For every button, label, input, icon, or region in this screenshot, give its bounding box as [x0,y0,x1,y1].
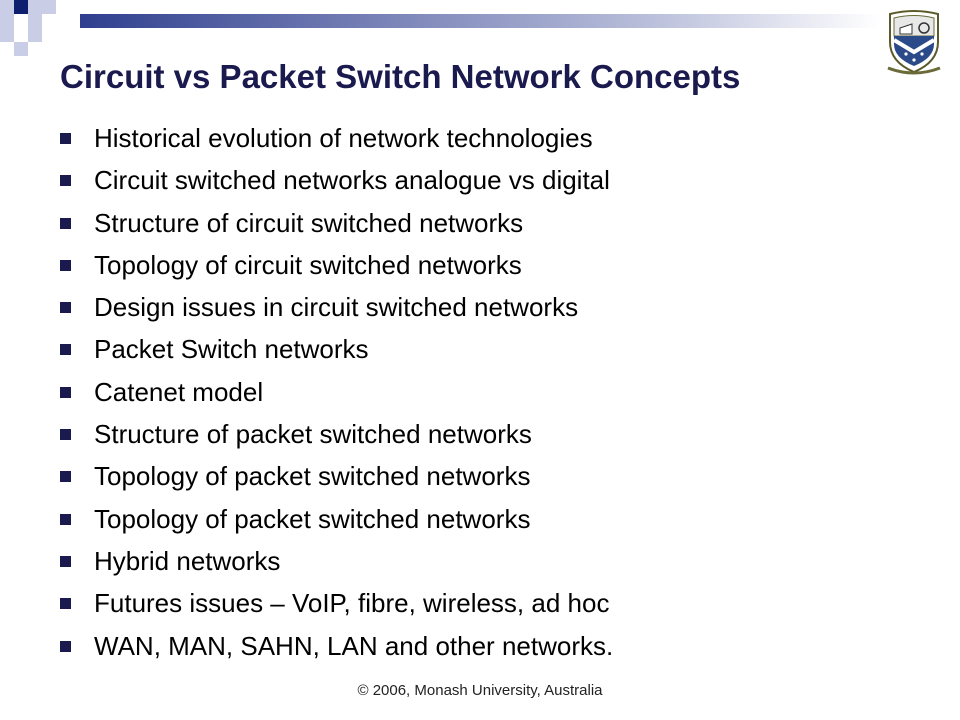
bullet-text: Hybrid networks [94,545,281,576]
bullet-text: Historical evolution of network technolo… [94,123,593,153]
bullet-text: WAN, MAN, SAHN, LAN and other networks. [94,630,614,661]
bullet-text: Packet Switch networks [94,334,369,365]
square-bullet-icon [60,555,71,567]
bullet-item: Circuit switched networks analogue vs di… [60,159,613,201]
bullet-item: Packet Switch networks [60,328,613,370]
bullet-text: Topology of circuit switched networks [94,249,522,280]
square-bullet-icon [60,429,71,441]
square-bullet-icon [60,175,71,187]
square-bullet-icon [60,133,71,144]
square-bullet-icon [60,513,71,525]
bullet-item: WAN, MAN, SAHN, LAN and other networks. [60,625,613,667]
bullet-text: Futures issues – VoIP, fibre, wireless, … [94,588,610,619]
bullet-text: Structure of packet switched networks [94,419,532,450]
bullet-text: Topology of packet switched networks [94,461,531,492]
square-bullet-icon [60,640,71,652]
slide-title: Circuit vs Packet Switch Network Concept… [60,58,741,95]
square-bullet-icon [60,471,71,483]
square-bullet-icon [60,386,71,398]
bullet-text: Circuit switched networks analogue vs di… [94,165,610,196]
slide-footer: © 2006, Monash University, Australia [357,682,603,699]
gradient-band [80,14,880,28]
bullet-item: Structure of packet switched networks [60,413,613,455]
bullet-text: Topology of packet switched networks [94,503,531,534]
bullet-text: Structure of circuit switched networks [94,207,524,238]
bullet-item: Topology of packet switched networks [60,455,613,497]
bullet-item: Topology of packet switched networks [60,498,613,540]
bullet-item: Catenet model [60,371,613,413]
square-bullet-icon [60,217,71,229]
bullet-item: Hybrid networks [60,540,613,582]
bullet-item: Structure of circuit switched networks [60,202,613,244]
university-crest-icon [887,10,941,75]
square-bullet-icon [60,259,71,271]
bullet-text: Catenet model [94,376,264,407]
corner-squares-icon [0,0,56,56]
bullet-item: Historical evolution of network technolo… [60,117,613,159]
bullet-item: Design issues in circuit switched networ… [60,286,613,328]
square-bullet-icon [60,344,71,356]
square-bullet-icon [60,598,71,610]
square-bullet-icon [60,302,71,314]
bullet-item: Futures issues – VoIP, fibre, wireless, … [60,582,613,624]
bullet-item: Topology of circuit switched networks [60,244,613,286]
bullet-list: Historical evolution of network technolo… [60,117,613,667]
bullet-text: Design issues in circuit switched networ… [94,292,579,323]
